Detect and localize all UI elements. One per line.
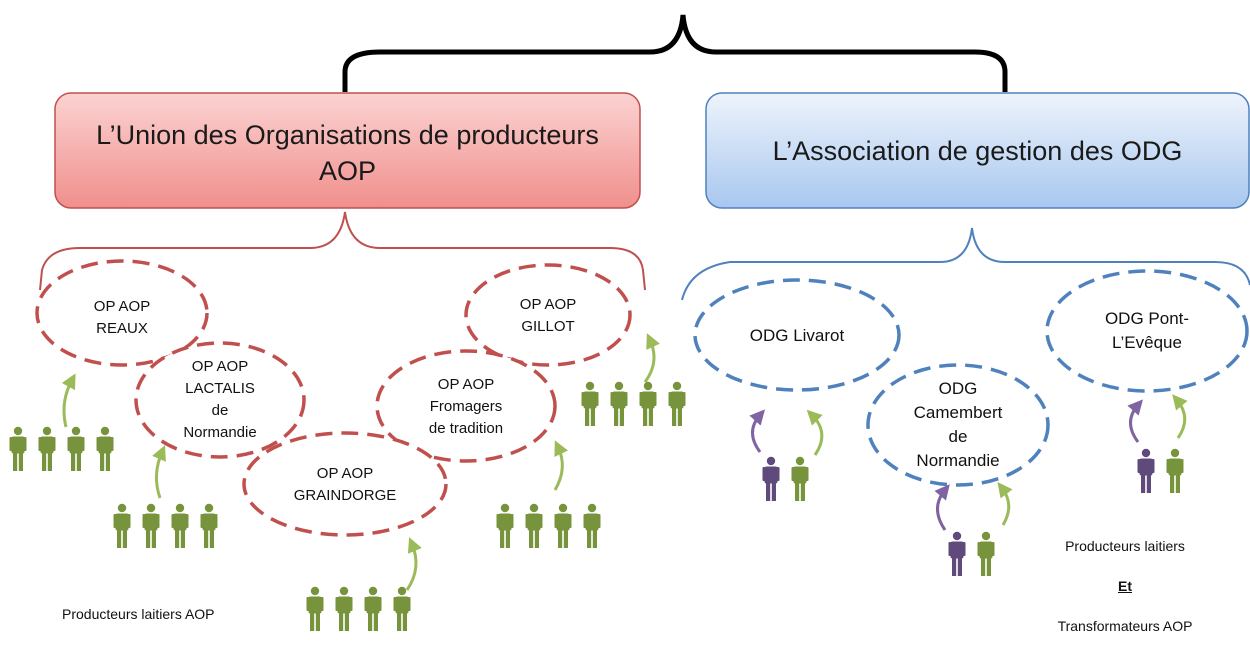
curved-arrow-icon xyxy=(934,484,950,531)
person-icon xyxy=(554,503,572,548)
curved-arrow-icon xyxy=(1127,399,1143,443)
oval-op-gillot xyxy=(464,263,632,367)
top-brace-icon xyxy=(342,14,1008,92)
producers-group-graindorge xyxy=(306,586,411,631)
association-odg-box xyxy=(705,92,1250,209)
person-icon xyxy=(525,503,543,548)
person-icon xyxy=(113,503,131,548)
caption-producteurs-transformateurs: Producteurs laitiers Et Transformateurs … xyxy=(1015,516,1235,656)
label-op-lactalis: OP AOP LACTALIS de Normandie xyxy=(183,358,257,441)
person-icon xyxy=(38,426,56,471)
curved-arrow-icon xyxy=(997,482,1013,526)
label-odg-pont-leveque: ODG Pont- L’Evêque xyxy=(1104,309,1190,352)
oval-odg-camembert xyxy=(866,363,1050,487)
left-brace-icon xyxy=(39,211,646,291)
label-op-gillot: OP AOP GILLOT xyxy=(519,296,577,335)
oval-odg-livarot xyxy=(693,278,901,392)
curved-arrow-icon xyxy=(405,537,422,591)
union-op-box xyxy=(54,92,641,209)
curved-arrow-icon xyxy=(806,409,824,456)
producers-group-fromagers xyxy=(496,503,601,548)
oval-op-reaux xyxy=(35,259,209,367)
label-op-fromagers: OP AOP Fromagers de tradition xyxy=(428,376,504,437)
group-camembert xyxy=(948,531,995,576)
label-op-graindorge: OP AOP GRAINDORGE xyxy=(293,465,397,504)
caption-line-2: Et xyxy=(1118,578,1132,594)
caption-producteurs-aop: Producteurs laitiers AOP xyxy=(62,606,215,622)
curved-arrow-icon xyxy=(61,373,76,428)
person-icon xyxy=(639,381,657,426)
person-icon xyxy=(393,586,411,631)
person-icon xyxy=(583,503,601,548)
oval-op-graindorge xyxy=(242,431,448,537)
label-odg-livarot: ODG Livarot xyxy=(749,326,845,345)
right-brace-icon xyxy=(681,227,1250,301)
union-op-title: L’Union des Organisations de producteurs… xyxy=(96,120,599,186)
person-icon xyxy=(496,503,514,548)
association-odg-title: L’Association de gestion des ODG xyxy=(772,136,1183,166)
curved-arrow-icon xyxy=(1172,394,1188,439)
diagram-canvas xyxy=(9,14,1250,631)
person-icon xyxy=(948,531,966,576)
caption-line-3: Transformateurs AOP xyxy=(1057,618,1193,634)
oval-op-lactalis xyxy=(134,341,306,459)
person-icon xyxy=(668,381,686,426)
person-icon xyxy=(364,586,382,631)
person-icon xyxy=(67,426,85,471)
person-icon xyxy=(9,426,27,471)
producers-group-gillot xyxy=(581,381,686,426)
label-op-reaux: OP AOP REAUX xyxy=(93,298,151,337)
producers-group-reaux xyxy=(9,426,114,471)
person-icon xyxy=(762,456,780,501)
oval-op-fromagers xyxy=(375,349,557,463)
person-icon xyxy=(96,426,114,471)
person-icon xyxy=(1137,448,1155,493)
curved-arrow-icon xyxy=(553,440,568,491)
person-icon xyxy=(581,381,599,426)
person-icon xyxy=(335,586,353,631)
producers-group-lactalis xyxy=(113,503,218,548)
person-icon xyxy=(1166,448,1184,493)
caption-line-1: Producteurs laitiers xyxy=(1065,538,1185,554)
person-icon xyxy=(791,456,809,501)
curved-arrow-icon xyxy=(643,333,660,383)
oval-odg-pont-leveque xyxy=(1045,269,1249,393)
curved-arrow-icon xyxy=(152,445,166,499)
group-pont-leveque xyxy=(1137,448,1184,493)
person-icon xyxy=(200,503,218,548)
person-icon xyxy=(977,531,995,576)
label-odg-camembert: ODG Camembert de Normandie xyxy=(913,379,1003,470)
group-livarot xyxy=(762,456,809,501)
person-icon xyxy=(610,381,628,426)
person-icon xyxy=(142,503,160,548)
curved-arrow-icon xyxy=(749,409,765,453)
person-icon xyxy=(171,503,189,548)
